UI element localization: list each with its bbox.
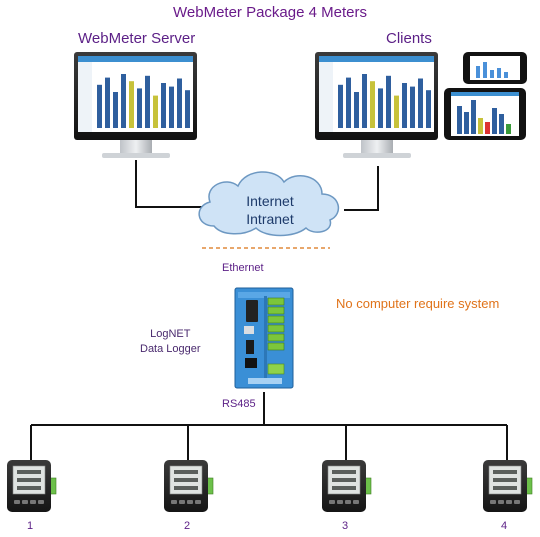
client-screen-bars	[338, 74, 431, 128]
screen-bar	[394, 95, 399, 128]
internet-cloud	[198, 171, 340, 237]
screen-bar	[338, 84, 343, 128]
meter-digits	[493, 478, 517, 482]
meter-button	[30, 500, 36, 504]
terminal-block	[267, 324, 285, 333]
meter-button	[14, 500, 20, 504]
server-screen-bars	[97, 74, 190, 128]
client-monitor	[315, 52, 438, 158]
terminal-block	[267, 315, 285, 324]
meter-digits	[174, 470, 198, 474]
diagram-title: WebMeter Package 4 Meters	[173, 4, 367, 21]
server-monitor	[74, 52, 197, 158]
screen-bar	[362, 74, 367, 128]
meter-button	[179, 500, 185, 504]
ethernet-label: Ethernet	[222, 262, 264, 274]
tablet-device	[444, 88, 526, 140]
screen-bar	[402, 83, 407, 128]
meter-button	[506, 500, 512, 504]
screen-bar	[386, 75, 391, 128]
server-label: WebMeter Server	[78, 30, 196, 47]
screen-bar	[378, 88, 383, 128]
clients-to-cloud-line	[344, 166, 379, 211]
logger-label: LogNET Data Logger	[140, 327, 201, 357]
meter-number-1: 1	[27, 520, 34, 532]
meter-button	[490, 500, 496, 504]
terminal-block	[267, 342, 285, 351]
screen-bar	[177, 78, 182, 128]
power-meter-4	[483, 460, 533, 512]
phone-device	[463, 52, 527, 84]
terminal-block-green	[267, 297, 285, 351]
rs485-label: RS485	[222, 398, 256, 410]
meter-digits	[493, 486, 517, 490]
screen-bar	[370, 81, 375, 128]
lognet-data-logger	[234, 287, 294, 389]
clients-label: Clients	[386, 30, 432, 47]
power-meter-1	[7, 460, 57, 512]
server-to-cloud-line	[135, 160, 204, 208]
meter-button	[514, 500, 520, 504]
meter-number-3: 3	[342, 520, 349, 532]
cloud-label-intranet: Intranet	[246, 211, 294, 227]
terminal-block	[267, 333, 285, 342]
cloud-label: Internet Intranet	[235, 192, 305, 228]
power-meter-3	[322, 460, 372, 512]
screen-bar	[129, 81, 134, 128]
screen-bar	[137, 88, 142, 128]
meter-button	[195, 500, 201, 504]
terminal-block	[267, 297, 285, 306]
meter-button	[498, 500, 504, 504]
meter-button	[353, 500, 359, 504]
meter-button	[38, 500, 44, 504]
meter-digits	[332, 470, 356, 474]
screen-bar	[105, 77, 110, 128]
no-computer-note: No computer require system	[336, 296, 500, 311]
meter-digits	[17, 478, 41, 482]
meter-digits	[174, 486, 198, 490]
screen-bar	[185, 90, 190, 128]
screen-bar	[97, 84, 102, 128]
meter-button	[345, 500, 351, 504]
terminal-block	[267, 306, 285, 315]
screen-bar	[121, 74, 126, 128]
meter-button	[171, 500, 177, 504]
screen-bar	[418, 78, 423, 128]
meter-digits	[174, 478, 198, 482]
screen-bar	[410, 86, 415, 128]
meter-digits	[17, 486, 41, 490]
meter-digits	[493, 470, 517, 474]
logger-label-line2: Data Logger	[140, 343, 201, 355]
screen-bar	[153, 95, 158, 128]
meter-number-2: 2	[184, 520, 191, 532]
meter-button	[187, 500, 193, 504]
meter-number-4: 4	[501, 520, 508, 532]
meter-digits	[17, 470, 41, 474]
screen-bar	[426, 90, 431, 128]
meter-digits	[332, 486, 356, 490]
screen-bar	[113, 92, 118, 128]
logger-label-line1: LogNET	[150, 328, 191, 340]
screen-bar	[346, 77, 351, 128]
meter-digits	[332, 478, 356, 482]
connection-lines	[30, 160, 508, 460]
screen-bar	[161, 83, 166, 128]
power-meter-2	[164, 460, 214, 512]
meter-button	[22, 500, 28, 504]
screen-bar	[169, 86, 174, 128]
cloud-label-internet: Internet	[246, 193, 294, 209]
screen-bar	[145, 75, 150, 128]
screen-bar	[354, 92, 359, 128]
meter-button	[329, 500, 335, 504]
meter-button	[337, 500, 343, 504]
